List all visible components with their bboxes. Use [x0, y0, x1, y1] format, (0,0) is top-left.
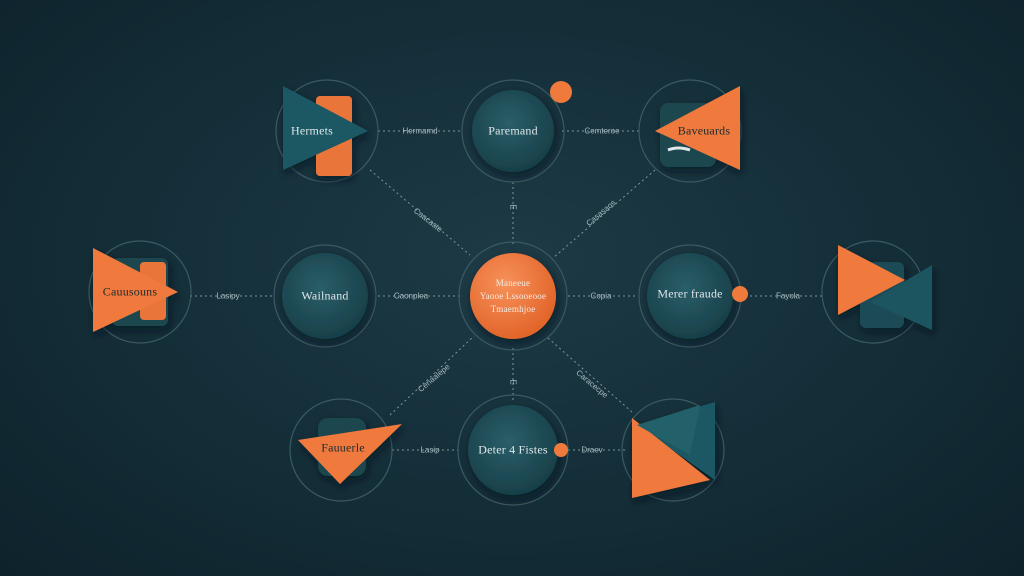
accent-dot-right [732, 286, 748, 302]
edge-label-mid-center-right-mid-right: Fayola [775, 291, 801, 301]
edge-label-bottom-center-bottom-right: Draev [581, 445, 603, 455]
accent-dot-top [550, 81, 572, 103]
node-label-top-right: Baveuards [677, 123, 731, 138]
node-bottom-right-icon [632, 402, 715, 498]
node-mid-center-right-circle [647, 253, 733, 339]
connector-lines [190, 130, 825, 451]
accent-dot-bottom [554, 443, 568, 457]
node-label-mid-center-left: Wailnand [301, 288, 349, 303]
node-label-top-center: Paremand [488, 123, 538, 138]
node-label-center-line2: Yaooe Lssooeooe [479, 291, 547, 301]
node-center-circle [470, 253, 556, 339]
edge-label-top-center-top-right: Cemteroe [584, 126, 620, 136]
node-label-center-line1: Maneeue [495, 278, 531, 288]
edge-label-bottom-left-bottom-center: Lasip [420, 445, 440, 455]
node-top-right-icon [655, 86, 740, 170]
node-label-mid-left: Cauusouns [102, 284, 158, 299]
node-mid-left-icon [93, 248, 178, 332]
node-label-mid-center-right: Merer fraude [657, 286, 723, 301]
node-bottom-left-icon [298, 418, 402, 484]
node-mid-center-left-circle [282, 253, 368, 339]
node-top-center-circle [472, 90, 554, 172]
edge-label-top-left-top-center: Hermamd [402, 126, 438, 136]
edge-label-top-center-center: E [508, 204, 518, 210]
accent-dots [550, 81, 748, 457]
edge-label-center-mid-center-right: Copia [590, 291, 612, 301]
edge-label-center-bottom-center: E [508, 379, 518, 385]
node-top-left-icon [283, 86, 368, 176]
node-label-bottom-left: Fauuerle [321, 440, 365, 455]
node-label-center-line3: Tmaemhjoe [490, 304, 536, 314]
node-label-bottom-center: Deter 4 Fistes [478, 442, 548, 457]
node-mid-right-icon [838, 245, 932, 330]
node-rings [88, 79, 925, 506]
node-label-top-left: Hermets [290, 123, 334, 138]
edge-label-mid-center-left-center: Caonplea [393, 291, 429, 301]
edge-center-bottom-right [547, 337, 633, 413]
edge-bottom-left-center [389, 335, 475, 416]
edge-label-mid-left-mid-center-left: Lasipy [216, 291, 240, 301]
node-bottom-center-circle [468, 405, 558, 495]
edge-top-left-center [369, 169, 471, 256]
teal-nodes [282, 90, 733, 495]
